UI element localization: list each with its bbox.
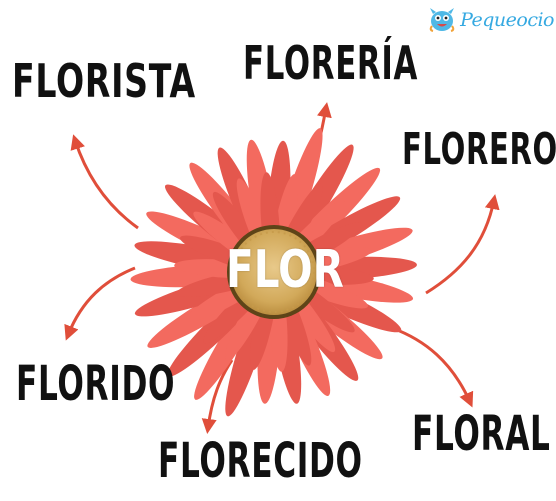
- word-florista: FLORISTA: [12, 54, 196, 108]
- flower-center: [227, 225, 321, 319]
- brand-logo: Pequeocio: [427, 6, 554, 34]
- center-word-flor: FLOR: [226, 240, 344, 300]
- word-florido: FLORIDO: [16, 356, 176, 412]
- brand-name: Pequeocio: [460, 9, 554, 31]
- word-florecido: FLORECIDO: [158, 433, 363, 489]
- flower-center-texture: [233, 231, 315, 313]
- arrow-florido: [64, 266, 136, 341]
- word-floral: FLORAL: [412, 406, 551, 462]
- monster-mascot-icon: [429, 8, 455, 32]
- word-florero: FLORERO: [402, 124, 556, 175]
- word-floreria: FLORERÍA: [243, 36, 418, 90]
- arrow-florecido: [201, 359, 234, 434]
- arrow-florista: [70, 134, 139, 230]
- arrow-floral: [391, 326, 474, 408]
- arrow-florero: [425, 194, 500, 295]
